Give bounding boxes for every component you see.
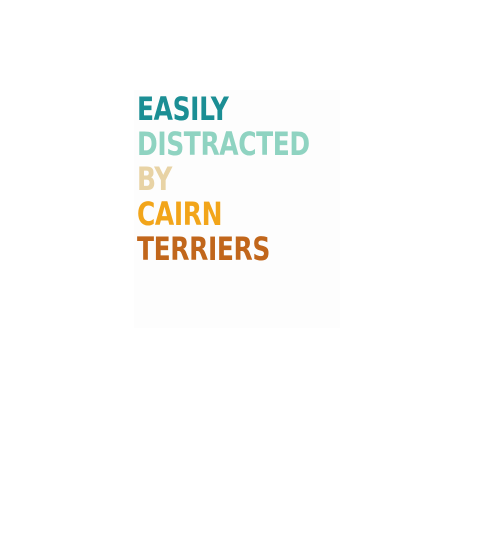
slogan-line-easily: EASILY (137, 90, 229, 128)
slogan-text: EASILY DISTRACTED BY CAIRN TERRIERS (137, 92, 358, 267)
slogan-line-cairn: CAIRN (137, 195, 223, 233)
slogan-line-by: BY (137, 160, 172, 198)
shirt-design-area (134, 90, 340, 328)
slogan-line-terriers: TERRIERS (137, 230, 270, 268)
slogan-line-distracted: DISTRACTED (137, 125, 310, 163)
